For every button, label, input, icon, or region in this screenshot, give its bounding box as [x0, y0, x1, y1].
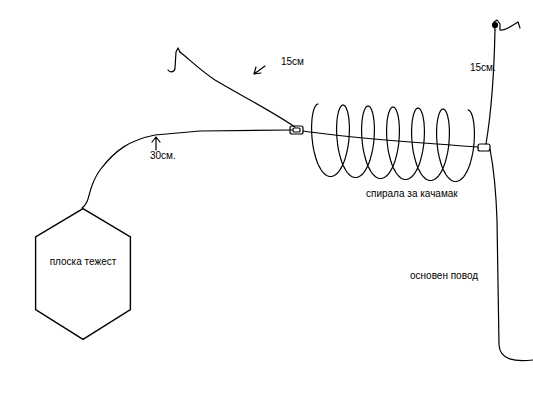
- spiral-label: спирала за качамак: [366, 188, 458, 200]
- feeder-spiral: [312, 104, 475, 182]
- length-label: 15см: [281, 56, 304, 68]
- flat-sinker: плоска тежест: [35, 208, 131, 340]
- swivel-left-inner: [293, 128, 300, 132]
- length-label: 30см.: [150, 150, 176, 162]
- hexagon-outline: [35, 208, 131, 340]
- pointer-arrow-30: [152, 137, 160, 150]
- inner-line: [303, 131, 478, 147]
- sinker-label: плоска тежест: [35, 256, 131, 268]
- length-label: 15см.: [470, 62, 496, 74]
- pointer-arrow-15: [254, 66, 265, 74]
- swivel-right: [478, 144, 490, 151]
- swivel-left: [290, 126, 303, 134]
- hook-eye: [493, 23, 498, 28]
- hook-left: [168, 48, 180, 72]
- line-label: основен повод: [410, 270, 478, 282]
- sinker-leader: [82, 130, 292, 208]
- main-line: [490, 149, 533, 361]
- top-leader-left: [180, 52, 295, 127]
- top-leader-right: [486, 30, 495, 144]
